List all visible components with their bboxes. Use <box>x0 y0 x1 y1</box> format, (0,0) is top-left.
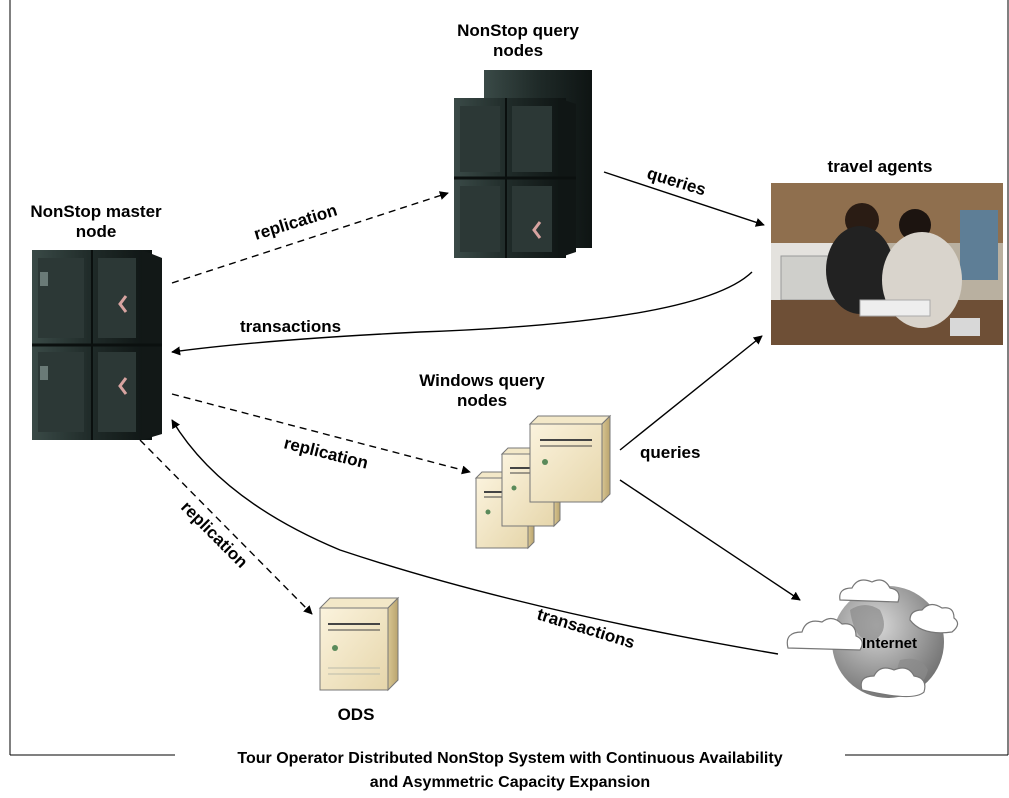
edge-label-replication-middle: replication <box>282 433 370 472</box>
edge-label-transactions-top: transactions <box>240 317 341 336</box>
ods-label: ODS <box>338 705 375 724</box>
edge-label-queries-bottom: queries <box>640 443 700 462</box>
travel-agents-label: travel agents <box>828 157 933 176</box>
nonstop-query-label-line2: nodes <box>493 41 543 60</box>
edges <box>139 171 801 655</box>
travel-agents-photo <box>771 183 1003 345</box>
edge-internet-to-master <box>171 419 779 655</box>
nonstop-master-rack-icon <box>32 250 162 440</box>
edge-label-transactions-bottom: transactions <box>535 605 637 653</box>
edge-windows-query-to-agents <box>619 335 763 451</box>
nonstop-master-label-line2: node <box>76 222 117 241</box>
nonstop-query-rack-icon <box>454 70 592 258</box>
diagram-title-line1: Tour Operator Distributed NonStop System… <box>237 750 782 767</box>
nonstop-query-label-line1: NonStop query <box>457 21 579 40</box>
windows-query-server-icon <box>474 414 612 550</box>
nonstop-master-label-line1: NonStop master <box>30 202 162 221</box>
edge-master-to-ods <box>139 439 313 615</box>
edge-label-replication-top: replication <box>252 201 340 244</box>
internet-cloud-globe-icon <box>786 579 959 698</box>
windows-query-label-line1: Windows query <box>419 371 545 390</box>
edge-master-to-windows-query <box>171 393 471 475</box>
diagram-title-line2: and Asymmetric Capacity Expansion <box>370 774 650 791</box>
edge-label-queries-top: queries <box>645 164 708 200</box>
edge-master-to-nonstop-query <box>171 191 449 284</box>
edge-agents-to-master <box>171 271 753 356</box>
edge-nonstop-query-to-agents <box>603 171 765 227</box>
edge-label-replication-bottom: replication <box>177 497 251 571</box>
ods-server-icon <box>318 596 400 692</box>
windows-query-label-line2: nodes <box>457 391 507 410</box>
edge-windows-query-to-internet <box>619 479 801 601</box>
internet-label: Internet <box>862 635 917 652</box>
